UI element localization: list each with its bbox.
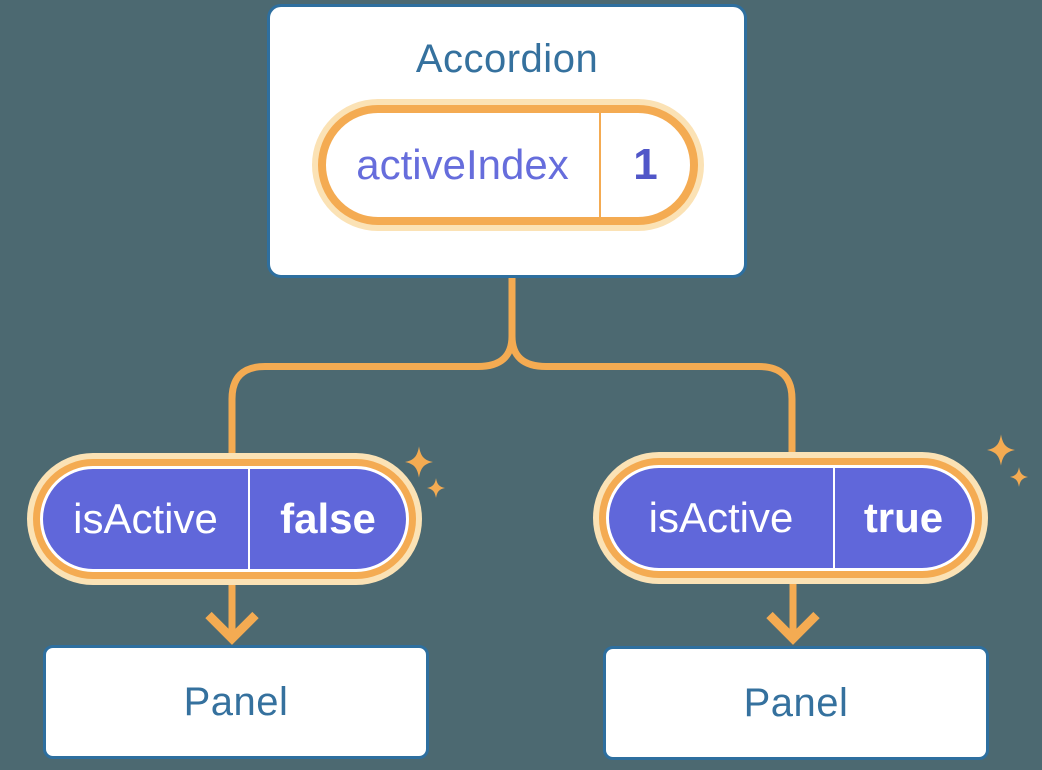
state-pill-activeindex: activeIndex 1 xyxy=(318,105,698,225)
state-pill-divider xyxy=(599,113,601,217)
state-pill-divider xyxy=(248,469,250,569)
state-pill-isactive-right: isActive true xyxy=(606,465,975,571)
state-label: activeIndex xyxy=(356,141,569,188)
state-value: 1 xyxy=(633,140,658,189)
state-pill-isactive-left: isActive false xyxy=(40,466,409,572)
state-pill-divider xyxy=(833,468,835,568)
state-label: isActive xyxy=(73,495,218,542)
sparkle-icon xyxy=(987,434,1028,487)
panel-title: Panel xyxy=(183,679,289,724)
state-value: false xyxy=(280,495,376,542)
state-value: true xyxy=(863,494,944,541)
panel-title: Panel xyxy=(743,680,849,725)
sparkle-icon xyxy=(405,446,445,498)
panel-card-left: Panel xyxy=(43,645,429,759)
arrow-down-left-icon xyxy=(205,572,259,645)
accordion-title: Accordion xyxy=(415,37,599,81)
state-label: isActive xyxy=(648,494,794,541)
panel-card-right: Panel xyxy=(603,646,989,760)
branch-line-left xyxy=(228,268,516,470)
arrow-down-right-icon xyxy=(766,572,820,645)
branch-line-right xyxy=(508,268,796,470)
